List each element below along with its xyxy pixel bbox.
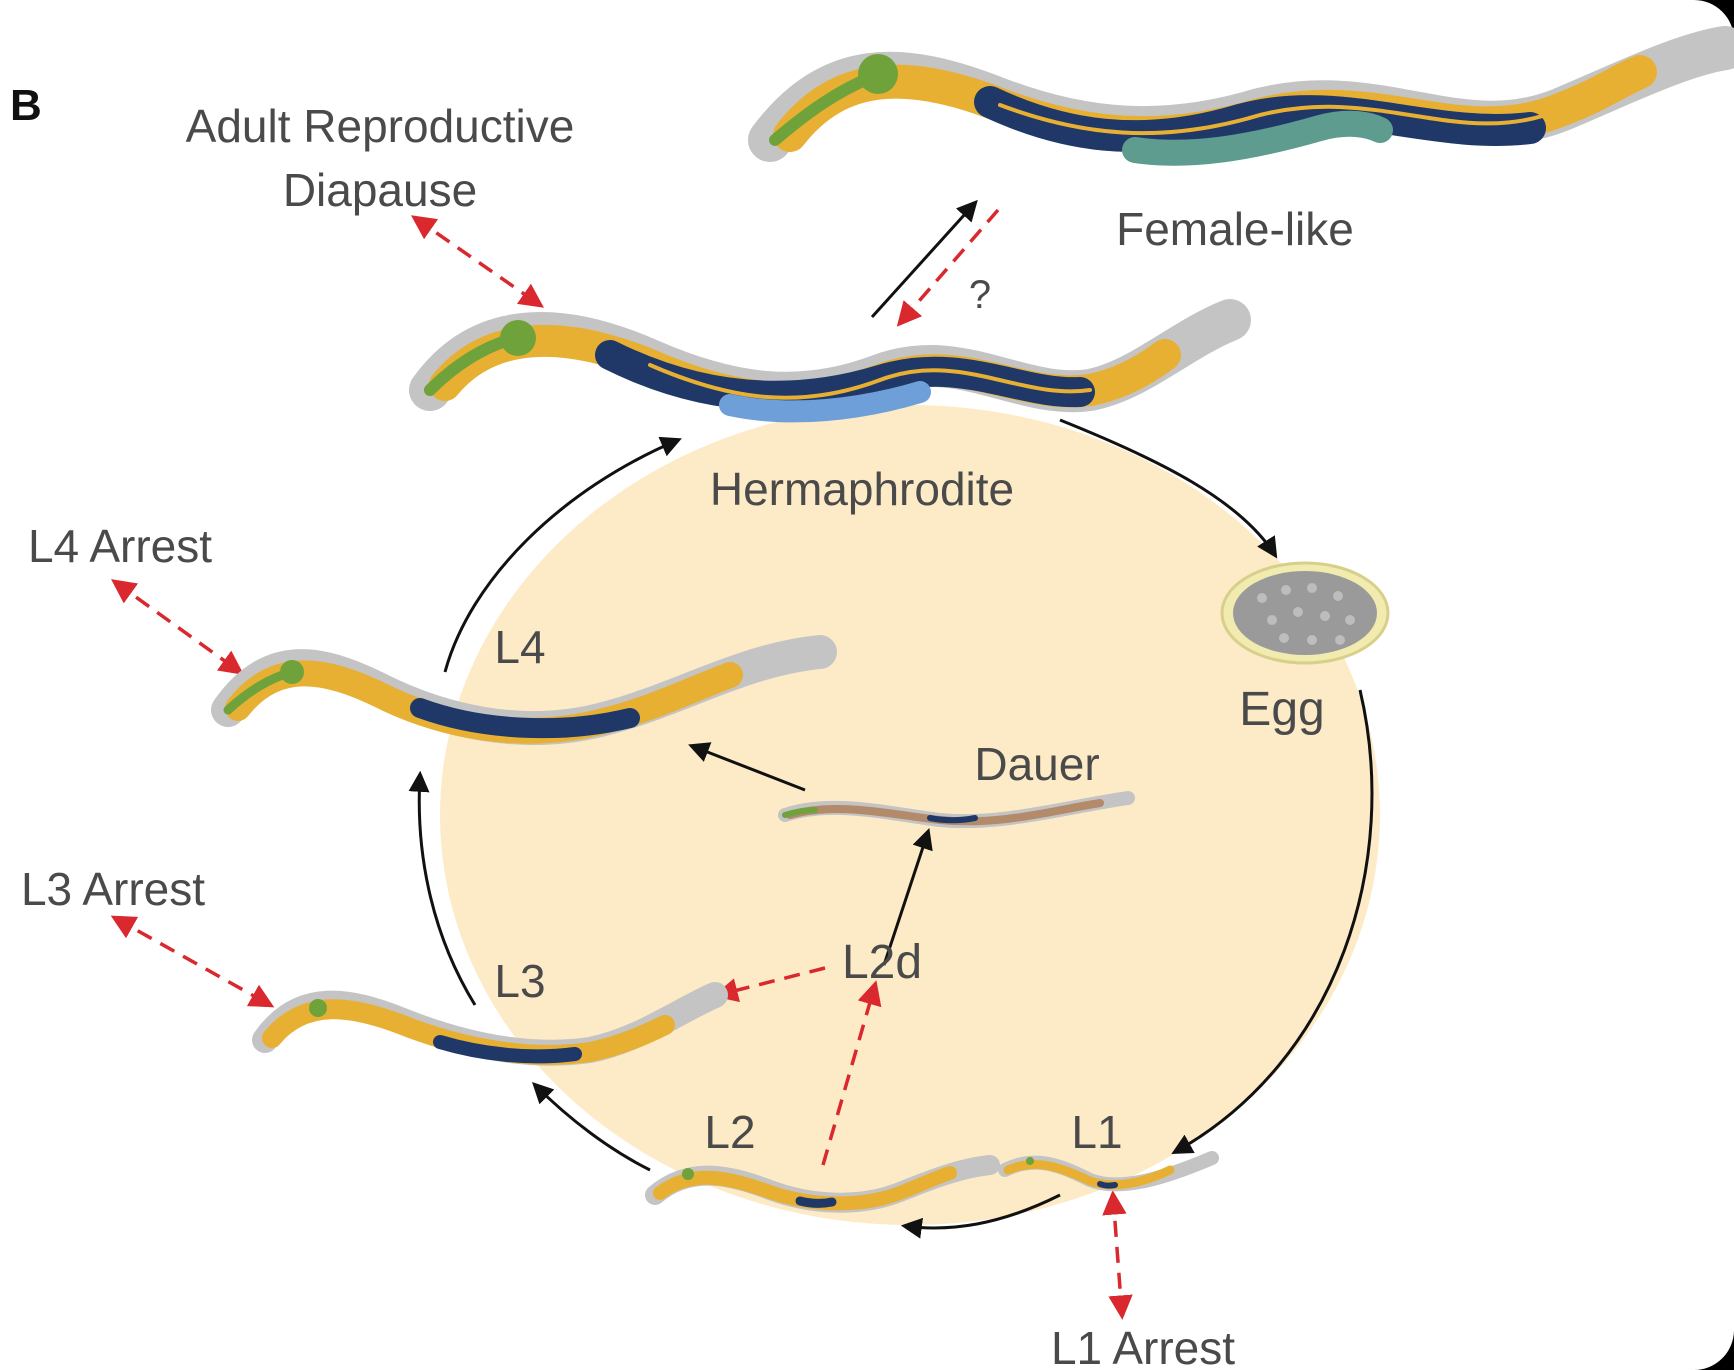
arrow-l4-to-herm: [443, 436, 682, 673]
arrest-arrows: [110, 208, 1133, 1320]
arrow-egg-to-l1: [1171, 689, 1374, 1155]
arrow-herm-to-egg: [1059, 418, 1278, 559]
question-mark-label: ?: [969, 273, 991, 317]
dauer-worm: [778, 791, 1135, 829]
panel-label: B: [10, 81, 42, 130]
arrow-l3-arrest: [110, 915, 275, 1008]
hermaphrodite-label: Hermaphrodite: [710, 463, 1014, 515]
arrow-l4-arrest: [111, 579, 244, 675]
l2-worm: [645, 1155, 1000, 1213]
egg-label: Egg: [1239, 683, 1324, 736]
female-like-worm: [748, 26, 1734, 166]
female-like-label: Female-like: [1116, 203, 1354, 255]
arrow-l1-to-l2: [900, 1193, 1061, 1239]
arrow-l2d-to-dauer: [882, 828, 933, 966]
hermaphrodite-worm: [409, 299, 1251, 423]
adult-diapause-label-line1: Adult Reproductive: [186, 100, 575, 152]
egg: [1220, 561, 1390, 665]
arrow-l2d-to-l3: [713, 966, 826, 1003]
arrow-adult-diapause: [410, 215, 545, 308]
arrow-l1-arrest: [1102, 1190, 1133, 1320]
arrow-l2-to-l3: [532, 1082, 651, 1172]
l3-arrest-label: L3 Arrest: [21, 863, 205, 915]
l2d-label: L2d: [842, 936, 922, 989]
arrow-dauer-to-l4: [688, 742, 806, 792]
l3-label: L3: [494, 955, 545, 1007]
l1-label: L1: [1071, 1106, 1122, 1158]
l1-arrest-label: L1 Arrest: [1051, 1322, 1235, 1370]
l4-worm: [211, 635, 837, 745]
cycle-arrows: [408, 199, 1374, 1239]
l4-arrest-label: L4 Arrest: [28, 520, 212, 572]
adult-diapause-label-line2: Diapause: [283, 164, 477, 216]
l1-worm: [998, 1151, 1219, 1192]
arrow-l3-to-l4: [408, 770, 477, 1006]
l3-worm: [252, 982, 728, 1066]
l4-label: L4: [494, 621, 545, 673]
arrow-l2-to-l2d: [821, 980, 882, 1166]
arrow-herm-to-female: [870, 199, 978, 319]
l2-label: L2: [704, 1106, 755, 1158]
dauer-label: Dauer: [974, 738, 1099, 790]
